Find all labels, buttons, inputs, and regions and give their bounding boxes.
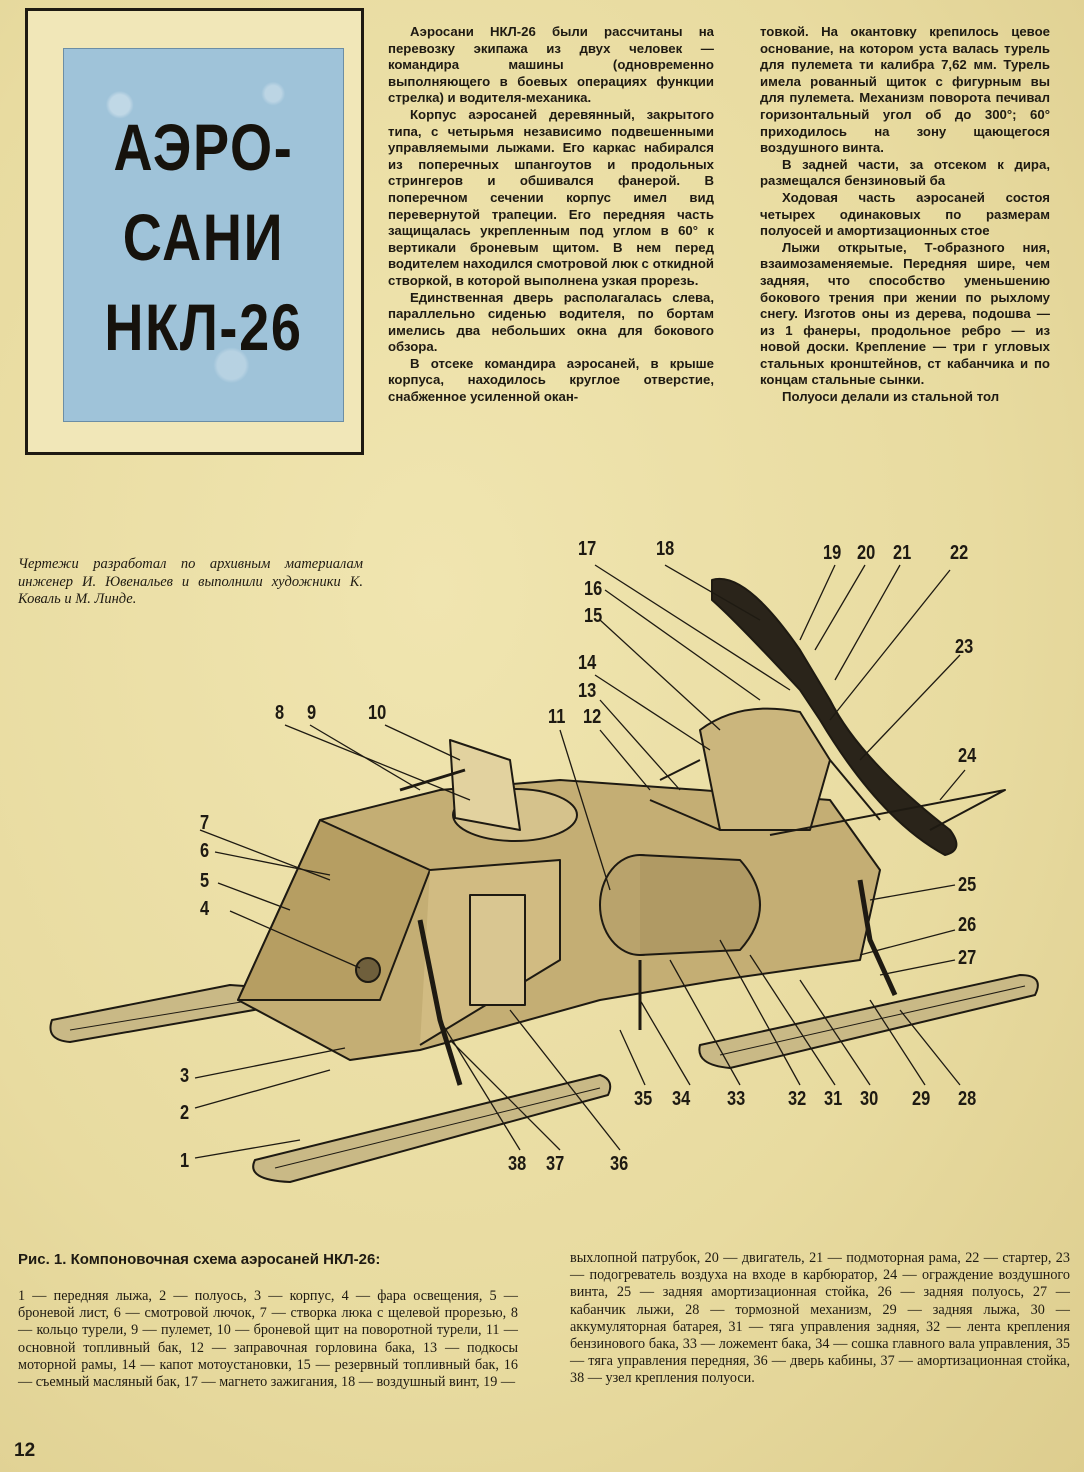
cabin-door (469, 894, 526, 1006)
callout-2: 2 (180, 1102, 190, 1124)
callout-12: 12 (583, 706, 602, 728)
callout-33: 33 (727, 1088, 746, 1110)
title-line-1: АЭРО- (113, 110, 294, 184)
paragraph: Корпус аэросаней деревянный, закрытого т… (388, 106, 714, 288)
callout-19: 19 (823, 542, 842, 564)
paragraph: Полуоси делали из стальной тол (782, 389, 1000, 405)
callout-22: 22 (950, 542, 969, 564)
figure-caption-column-1: 1 — передняя лыжа, 2 — полуось, 3 — корп… (18, 1288, 518, 1391)
paragraph: товкой. На окантовку крепилось цевое осн… (760, 24, 1050, 156)
title-panel: АЭРО- САНИ НКЛ-26 (63, 48, 344, 422)
callout-32: 32 (788, 1088, 807, 1110)
page-number: 12 (14, 1440, 36, 1461)
callout-5: 5 (200, 870, 210, 892)
callout-10: 10 (368, 702, 387, 724)
callout-38: 38 (508, 1153, 527, 1175)
title-line-2: САНИ (122, 200, 285, 274)
front-ski-right (252, 1074, 612, 1183)
callout-37: 37 (546, 1153, 565, 1175)
engine (699, 707, 831, 831)
callout-34: 34 (672, 1088, 691, 1110)
callout-21: 21 (893, 542, 912, 564)
callout-13: 13 (578, 680, 597, 702)
drawing-credit: Чертежи разработал по архивным материала… (18, 556, 363, 607)
headlight (355, 957, 381, 983)
callout-23: 23 (955, 636, 974, 658)
callout-14: 14 (578, 652, 597, 674)
callout-9: 9 (307, 702, 317, 724)
callout-16: 16 (584, 578, 603, 600)
callout-30: 30 (860, 1088, 879, 1110)
leader-lines (194, 564, 966, 1159)
callout-11: 11 (548, 706, 566, 728)
propeller (711, 577, 958, 856)
callout-35: 35 (634, 1088, 653, 1110)
article-column-1: Аэросани НКЛ-26 были рассчитаны на перев… (388, 24, 714, 406)
callout-27: 27 (958, 947, 977, 969)
callout-25: 25 (958, 874, 977, 896)
callout-6: 6 (200, 840, 210, 862)
paragraph: Ходовая часть аэросаней состоя четырех о… (760, 189, 1050, 239)
callout-8: 8 (275, 702, 285, 724)
callout-29: 29 (912, 1088, 931, 1110)
aerosled-drawing (49, 564, 1039, 1183)
callout-18: 18 (656, 538, 675, 560)
callout-31: 31 (824, 1088, 843, 1110)
callout-28: 28 (958, 1088, 977, 1110)
turret-shield (449, 739, 521, 831)
callout-26: 26 (958, 914, 977, 936)
callout-3: 3 (180, 1065, 190, 1087)
paragraph: Аэросани НКЛ-26 были рассчитаны на перев… (388, 24, 714, 106)
callout-4: 4 (200, 898, 210, 920)
paragraph: Единственная дверь располагалась слева, … (388, 289, 714, 355)
callout-20: 20 (857, 542, 876, 564)
figure-caption-column-2: выхлопной патрубок, 20 — двигатель, 21 —… (570, 1250, 1070, 1387)
figure-caption-title: Рис. 1. Компоновочная схема аэросаней НК… (18, 1251, 381, 1268)
paragraph: В отсеке командира аэросаней, в крыше ко… (388, 355, 714, 405)
callout-17: 17 (578, 538, 597, 560)
callout-36: 36 (610, 1153, 629, 1175)
callout-1: 1 (180, 1150, 190, 1172)
title-line-3: НКЛ-26 (104, 290, 303, 364)
paragraph: Лыжи открытые, Т-образного ния, взаимоза… (760, 239, 1050, 388)
callout-24: 24 (958, 745, 977, 767)
callout-15: 15 (584, 605, 603, 627)
callout-7: 7 (200, 812, 210, 834)
article-column-2: товкой. На окантовку крепилось цевое осн… (760, 24, 1050, 464)
paragraph: В задней части, за отсеком к дира, разме… (760, 156, 1050, 189)
title-box: АЭРО- САНИ НКЛ-26 (25, 8, 364, 455)
